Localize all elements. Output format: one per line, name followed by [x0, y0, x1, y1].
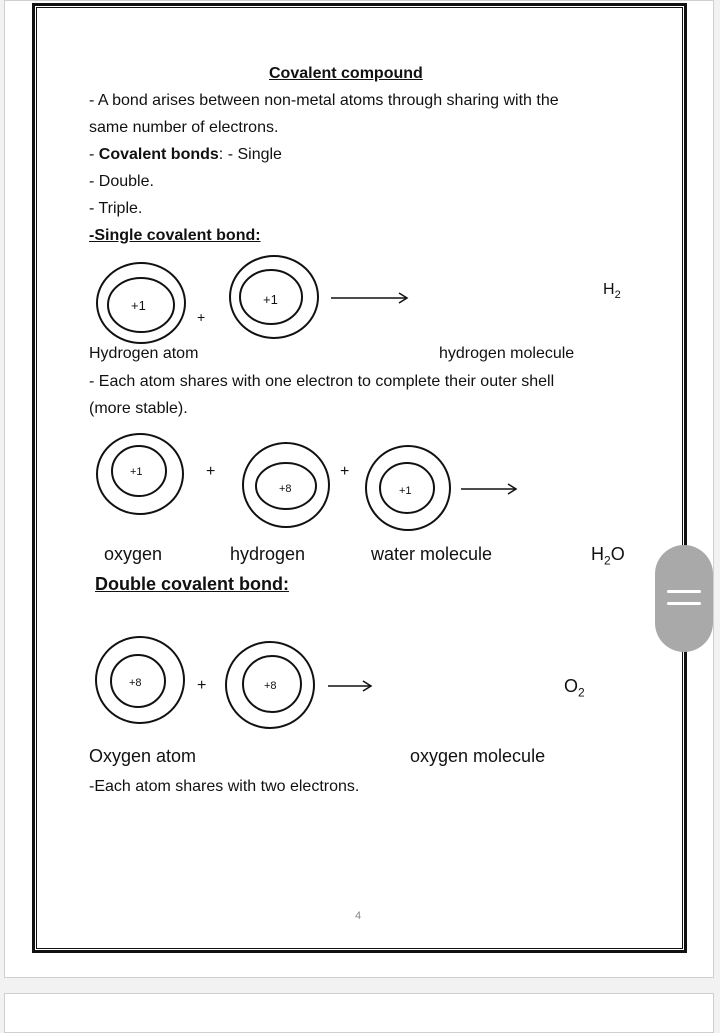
page-border-outer — [32, 3, 687, 953]
h2o-formula-h: H — [591, 544, 604, 564]
oxygen-atom-label: Oxygen atom — [89, 746, 197, 766]
h2o-formula-sub: 2 — [604, 553, 611, 568]
reaction-arrow-2 — [461, 483, 518, 495]
oxygen-atom-2-outer-shell — [225, 641, 315, 729]
water-atom-2-inner-shell — [255, 462, 317, 510]
page-border-inner — [36, 7, 683, 949]
o2-formula-main: O — [564, 676, 579, 696]
bond-type-double: - Double. — [89, 173, 154, 190]
bonds-label: Covalent bonds — [98, 146, 219, 163]
reaction-arrow-1 — [331, 292, 409, 304]
bonds-dash: - — [89, 146, 99, 163]
single-note-line-2: (more stable). — [89, 400, 188, 417]
scroll-handle[interactable] — [655, 545, 713, 652]
intro-line-1: - A bond arises between non-metal atoms … — [89, 92, 559, 109]
single-note-line-1: - Each atom shares with one electron to … — [89, 373, 555, 390]
page-sheet — [4, 0, 714, 978]
page-number: 4 — [355, 910, 362, 922]
intro-line-2: same number of electrons. — [89, 119, 279, 136]
double-bond-heading: Double covalent bond: — [95, 574, 290, 594]
double-note: -Each atom shares with two electrons. — [89, 778, 360, 795]
bond-type-triple: - Triple. — [89, 200, 143, 217]
water-atom-1-charge: +1 — [130, 466, 143, 478]
water-atom-3-outer-shell — [365, 445, 451, 531]
water-plus-sign-2: + — [340, 463, 350, 480]
h2-formula-main: H — [603, 281, 615, 298]
h2-formula-sub: 2 — [614, 289, 621, 302]
h2o-formula-o: O — [610, 544, 625, 564]
water-atom-1-inner-shell — [111, 445, 167, 497]
h2o-formula: H2O — [591, 544, 625, 571]
oxygen-label: oxygen — [104, 544, 163, 564]
hydrogen-atom-1-inner-shell — [107, 277, 175, 333]
scroll-handle-grip-top — [667, 590, 701, 593]
water-atom-3-charge: +1 — [399, 485, 412, 497]
hydrogen-atom-1-outer-shell — [96, 262, 186, 344]
water-atom-1-outer-shell — [96, 433, 184, 515]
h2-formula: H2 — [603, 280, 621, 305]
hydrogen-atom-2-charge: +1 — [263, 292, 278, 307]
single-plus-sign: + — [197, 309, 206, 325]
oxygen-atom-2-inner-shell — [242, 655, 302, 713]
document-title: Covalent compound — [269, 65, 423, 82]
hydrogen-label: hydrogen — [230, 544, 306, 564]
o2-formula-sub: 2 — [578, 685, 585, 700]
oxygen-atom-2-charge: +8 — [264, 680, 277, 692]
reaction-arrow-3 — [328, 680, 373, 692]
oxygen-atom-1-outer-shell — [95, 636, 185, 724]
oxygen-atom-1-charge: +8 — [129, 677, 142, 689]
o2-formula: O2 — [564, 676, 585, 703]
covalent-bonds-line: - Covalent bonds: - Single — [89, 145, 282, 165]
single-bond-heading: -Single covalent bond: — [89, 227, 261, 244]
double-plus-sign: + — [197, 677, 207, 694]
bonds-single: : - Single — [218, 146, 282, 163]
water-atom-3-inner-shell — [379, 462, 435, 514]
hydrogen-atom-2-inner-shell — [239, 269, 303, 325]
oxygen-atom-1-inner-shell — [110, 654, 166, 708]
hydrogen-atom-label: Hydrogen atom — [89, 345, 199, 362]
scroll-handle-grip-bottom — [667, 602, 701, 605]
water-atom-2-outer-shell — [242, 442, 330, 528]
oxygen-molecule-label: oxygen molecule — [410, 746, 546, 766]
water-molecule-label: water molecule — [371, 544, 493, 564]
water-atom-2-charge: +8 — [279, 483, 292, 495]
hydrogen-molecule-label: hydrogen molecule — [439, 345, 575, 362]
hydrogen-atom-2-outer-shell — [229, 255, 319, 339]
water-plus-sign-1: + — [206, 463, 216, 480]
hydrogen-atom-1-charge: +1 — [131, 298, 146, 313]
